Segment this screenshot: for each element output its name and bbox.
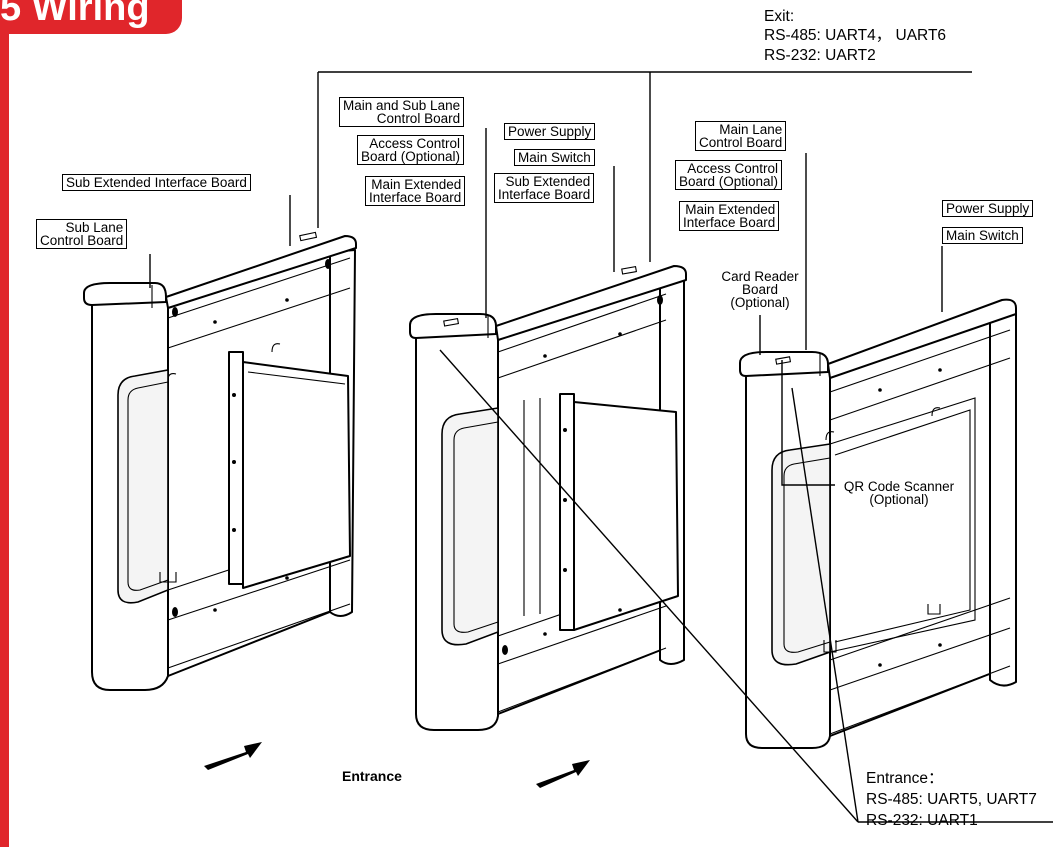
label-power-supply-right: Power Supply <box>942 200 1034 217</box>
section-header-tab <box>0 0 182 34</box>
exit-rs232: RS-232: UART2 <box>764 47 876 64</box>
left-turnstile <box>83 231 357 691</box>
exit-rs485: RS-485: UART4， UART6 <box>764 27 947 44</box>
section-title: 5 Wiring <box>0 0 150 29</box>
label-sub-extended-board-left: Sub Extended Interface Board <box>62 174 251 191</box>
label-main-switch-right: Main Switch <box>942 227 1023 244</box>
label-power-supply-middle: Power Supply <box>504 123 596 140</box>
left-accent-bar <box>0 34 9 847</box>
entrance-rs232: RS-232: UART1 <box>866 812 978 829</box>
right-turnstile <box>739 298 1017 749</box>
entrance-arrow-right-icon <box>536 760 590 788</box>
middle-turnstile <box>409 265 687 731</box>
callout-lines <box>149 71 1053 823</box>
label-qr-code-scanner: QR Code Scanner(Optional) <box>843 479 955 507</box>
label-main-switch-middle: Main Switch <box>514 149 595 166</box>
entrance-label: Entrance <box>342 768 402 784</box>
entrance-title: Entrance： <box>866 770 944 787</box>
entrance-rs485: RS-485: UART5, UART7 <box>866 791 1037 808</box>
entrance-arrow-left-icon <box>204 742 262 770</box>
exit-title: Exit: <box>764 8 795 25</box>
